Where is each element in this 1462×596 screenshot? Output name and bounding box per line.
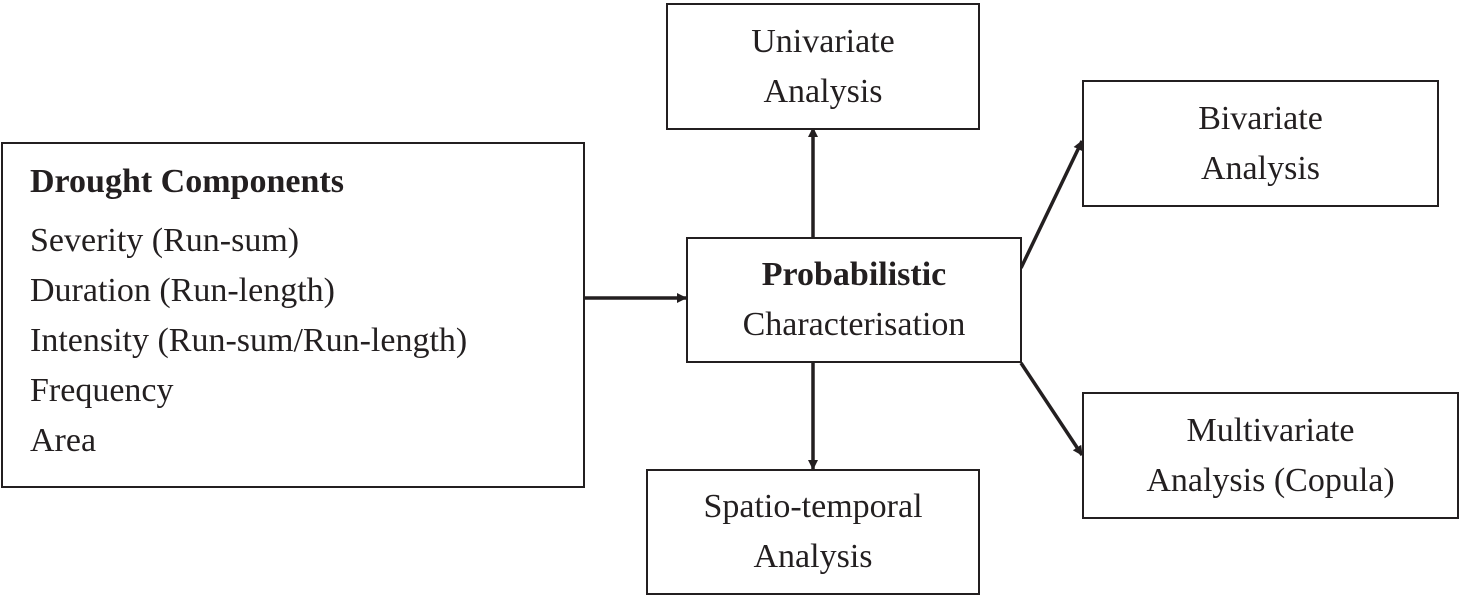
component-severity: Severity (Run-sum) [30, 222, 300, 259]
multivariate-line-1: Multivariate [1186, 411, 1355, 449]
bivariate-line-1: Bivariate [1198, 99, 1323, 137]
multivariate-analysis-box: Multivariate Analysis (Copula) [1082, 392, 1459, 519]
drought-components-title: Drought Components [30, 163, 344, 200]
component-intensity: Intensity (Run-sum/Run-length) [30, 322, 468, 359]
bivariate-analysis-box: Bivariate Analysis [1082, 80, 1439, 207]
component-duration: Duration (Run-length) [30, 272, 335, 309]
component-frequency: Frequency [30, 372, 174, 409]
arrow-center-to-multivariate [1019, 362, 1084, 456]
probabilistic-characterisation-box: Probabilistic Characterisation [686, 237, 1022, 363]
center-title: Probabilistic [761, 256, 947, 293]
component-area: Area [30, 422, 97, 459]
univariate-line-2: Analysis [763, 72, 883, 110]
spatiotemporal-analysis-box: Spatio-temporal Analysis [646, 469, 980, 595]
spatiotemporal-line-1: Spatio-temporal [703, 488, 923, 525]
univariate-line-1: Univariate [751, 22, 895, 60]
spatiotemporal-line-2: Analysis [753, 538, 873, 575]
multivariate-line-2: Analysis (Copula) [1146, 461, 1395, 499]
bivariate-line-2: Analysis [1201, 149, 1320, 187]
arrow-center-to-bivariate [1019, 140, 1084, 269]
drought-components-box: Drought Components Severity (Run-sum) Du… [1, 142, 585, 488]
univariate-analysis-box: Univariate Analysis [666, 3, 980, 130]
center-subtitle: Characterisation [742, 306, 966, 343]
